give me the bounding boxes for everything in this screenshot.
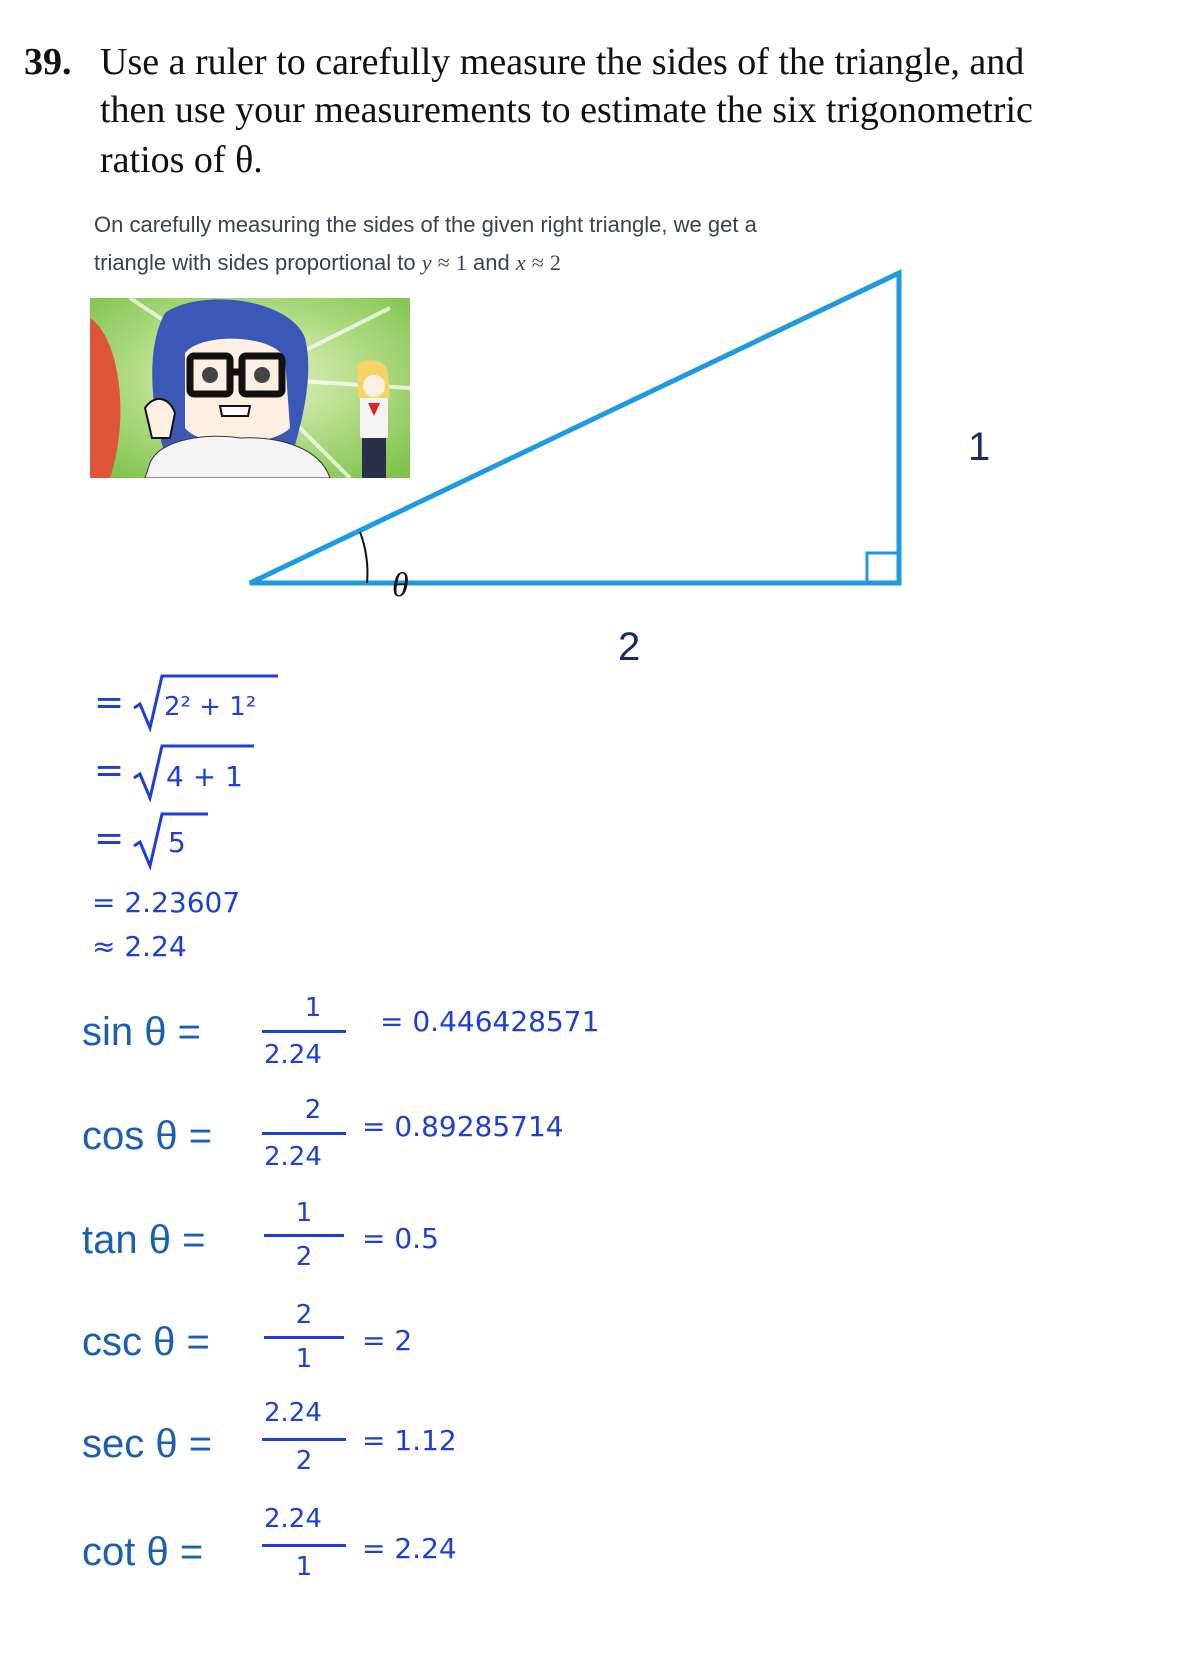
csc-result: = 2 <box>362 1324 413 1357</box>
comic-illustration <box>90 298 410 478</box>
eq3-radicand: 5 <box>168 826 186 859</box>
csc-numerator: 2 <box>295 1300 313 1330</box>
csc-denominator: 1 <box>295 1344 313 1374</box>
vertical-side-label: 1 <box>968 425 991 469</box>
horizontal-side-label: 2 <box>618 625 641 669</box>
prompt-line-3: ratios of θ. <box>100 139 263 181</box>
cot-label: cot θ = <box>82 1530 204 1574</box>
triangle-outline <box>248 269 902 586</box>
csc-label: csc θ = <box>82 1320 210 1364</box>
prompt-line-1: Use a ruler to carefully measure the sid… <box>100 41 1025 83</box>
sec-fraction-bar <box>262 1438 346 1441</box>
approx-symbol-2: ≈ <box>531 250 544 275</box>
sin-result: = 0.446428571 <box>380 1005 600 1038</box>
radical-2 <box>133 744 254 802</box>
right-triangle-diagram <box>248 269 902 586</box>
eq2-radicand: 4 + 1 <box>166 760 243 793</box>
cos-fraction-bar <box>262 1132 346 1135</box>
eq5-rounded: ≈ 2.24 <box>92 930 187 963</box>
csc-fraction-bar <box>264 1336 344 1339</box>
x-value: 2 <box>549 250 561 275</box>
angle-arc <box>359 531 369 584</box>
eq1-radicand: 2² + 1² <box>164 692 257 722</box>
radical-1 <box>133 674 278 732</box>
x-variable: x <box>515 250 526 275</box>
right-angle-marker <box>865 551 897 585</box>
sec-label: sec θ = <box>82 1422 213 1466</box>
tan-numerator: 1 <box>295 1198 313 1228</box>
cot-numerator: 2.24 <box>264 1504 322 1534</box>
sin-denominator: 2.24 <box>264 1040 322 1070</box>
y-variable: y <box>421 250 432 275</box>
cos-label: cos θ = <box>82 1114 213 1158</box>
cos-numerator: 2 <box>304 1095 322 1125</box>
sin-numerator: 1 <box>304 993 322 1023</box>
cot-result: = 2.24 <box>362 1532 457 1565</box>
cos-result: = 0.89285714 <box>362 1110 564 1143</box>
tan-label: tan θ = <box>82 1218 206 1262</box>
prompt-line-2: then use your measurements to estimate t… <box>100 89 1033 131</box>
approx-symbol: ≈ <box>437 250 450 275</box>
y-value: 1 <box>455 250 467 275</box>
sin-fraction-bar <box>262 1030 346 1033</box>
cot-denominator: 1 <box>295 1552 313 1582</box>
eq3-sign: = <box>94 818 125 859</box>
problem-number: 39. <box>24 41 72 83</box>
eq1-sign: = <box>94 682 125 723</box>
sec-denominator: 2 <box>295 1446 313 1476</box>
eq4-decimal: = 2.23607 <box>92 886 241 919</box>
solution-prefix: triangle with sides proportional to <box>94 250 416 275</box>
sec-numerator: 2.24 <box>264 1398 322 1428</box>
solution-line-2: triangle with sides proportional to y ≈ … <box>94 250 561 276</box>
and-word: and <box>472 250 510 275</box>
cot-fraction-bar <box>262 1544 346 1547</box>
tan-denominator: 2 <box>295 1242 313 1272</box>
cos-denominator: 2.24 <box>264 1142 322 1172</box>
sin-label: sin θ = <box>82 1010 201 1054</box>
radical-3 <box>133 812 208 870</box>
angle-theta-label: θ <box>392 567 409 604</box>
eq2-sign: = <box>94 750 125 791</box>
sec-result: = 1.12 <box>362 1424 457 1457</box>
tan-result: = 0.5 <box>362 1222 439 1255</box>
solution-line-1: On carefully measuring the sides of the … <box>94 212 757 237</box>
tan-fraction-bar <box>264 1234 344 1237</box>
